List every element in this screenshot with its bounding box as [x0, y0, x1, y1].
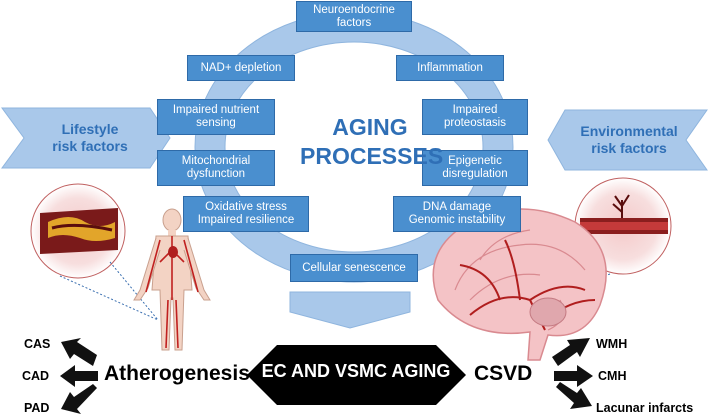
arrow-to-pad-icon [61, 384, 97, 414]
box-cellular-senescence: Cellular senescence [290, 254, 418, 282]
target-cmh: CMH [598, 369, 627, 383]
atherosclerotic-artery-icon [30, 183, 126, 279]
lifestyle-label: Lifestyle risk factors [52, 121, 128, 154]
target-wmh: WMH [596, 337, 628, 351]
arrow-to-cmh-icon [554, 365, 593, 387]
center-title: AGING PROCESSES [300, 114, 444, 169]
right-outcome-arrows [552, 338, 593, 409]
left-outcome-arrows [60, 338, 98, 414]
box-neuroendocrine: Neuroendocrine factors [296, 1, 412, 32]
left-input-arrow [1, 107, 171, 169]
box-epigenetic-disregulation: Epigenetic disregulation [422, 150, 528, 186]
box-impaired-proteostasis: Impaired proteostasis [422, 99, 528, 135]
box-mitochondrial-dysfunction: Mitochondrial dysfunction [157, 150, 275, 186]
target-cas: CAS [24, 337, 51, 351]
brain-vasculature-icon [432, 208, 607, 361]
right-input-arrow [547, 109, 708, 171]
target-cad: CAD [22, 369, 50, 383]
down-chevron-icon [289, 291, 411, 329]
arrow-to-cas-icon [61, 338, 97, 366]
box-dna-damage: DNA damage Genomic instability [393, 196, 521, 232]
target-pad: PAD [24, 401, 50, 415]
box-oxidative-stress: Oxidative stress Impaired resilience [183, 196, 309, 232]
aging-banner-shape [247, 345, 466, 405]
arrow-to-cad-icon [60, 365, 98, 387]
human-vasculature-icon [133, 208, 211, 351]
box-inflammation: Inflammation [396, 55, 504, 81]
arrow-to-wmh-icon [552, 338, 590, 366]
atherogenesis-label: Atherogenesis [104, 362, 250, 385]
arrow-to-lacunar-icon [556, 382, 592, 409]
box-impaired-nutrient-sensing: Impaired nutrient sensing [157, 99, 275, 135]
environmental-label: Environmental risk factors [580, 123, 678, 156]
target-lacunar-infarcts: Lacunar infarcts [596, 401, 694, 415]
box-nad-depletion: NAD+ depletion [187, 55, 295, 81]
csvd-label: CSVD [474, 362, 533, 385]
banner-label: EC AND VSMC AGING [261, 361, 451, 381]
